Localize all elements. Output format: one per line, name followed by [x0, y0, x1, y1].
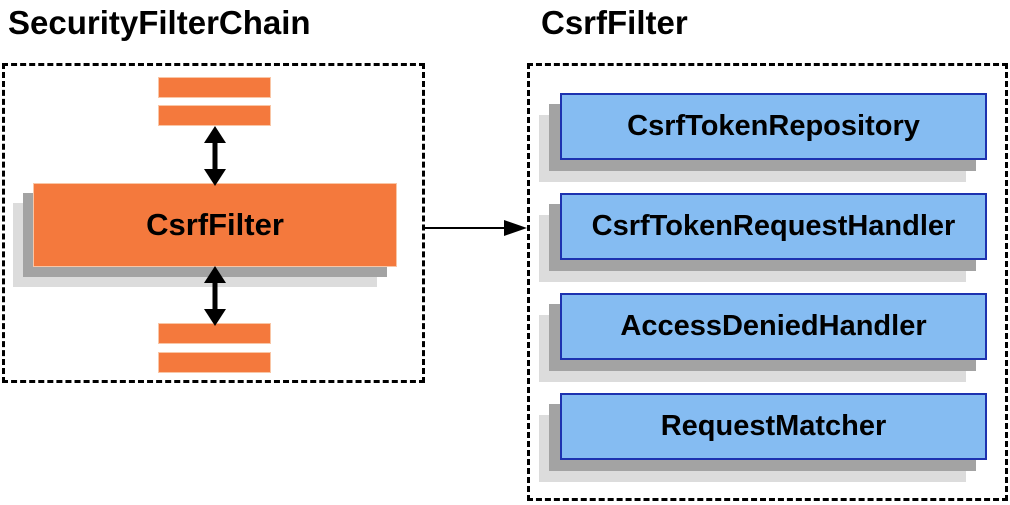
component-box-csrf-token-request-handler: CsrfTokenRequestHandler: [560, 193, 987, 260]
component-box-request-matcher: RequestMatcher: [560, 393, 987, 460]
filter-bar: [158, 105, 271, 126]
security-filter-chain-panel: [2, 63, 425, 383]
component-label: CsrfTokenRepository: [627, 110, 920, 142]
filter-bar: [158, 77, 271, 98]
component-label: AccessDeniedHandler: [620, 310, 927, 342]
csrf-filter-heading: CsrfFilter: [541, 4, 688, 41]
csrf-filter-panel: [527, 63, 1008, 501]
component-label: CsrfTokenRequestHandler: [591, 210, 956, 242]
csrf-filter-node-label: CsrfFilter: [146, 207, 284, 242]
security-filter-chain-heading: SecurityFilterChain: [8, 4, 311, 41]
csrf-filter-node: CsrfFilter: [33, 183, 397, 267]
filter-bar: [158, 323, 271, 344]
component-label: RequestMatcher: [660, 410, 887, 442]
link-arrow-csrf-filter: [423, 220, 527, 236]
component-box-access-denied-handler: AccessDeniedHandler: [560, 293, 987, 360]
filter-bar: [158, 352, 271, 373]
component-box-csrf-token-repository: CsrfTokenRepository: [560, 93, 987, 160]
